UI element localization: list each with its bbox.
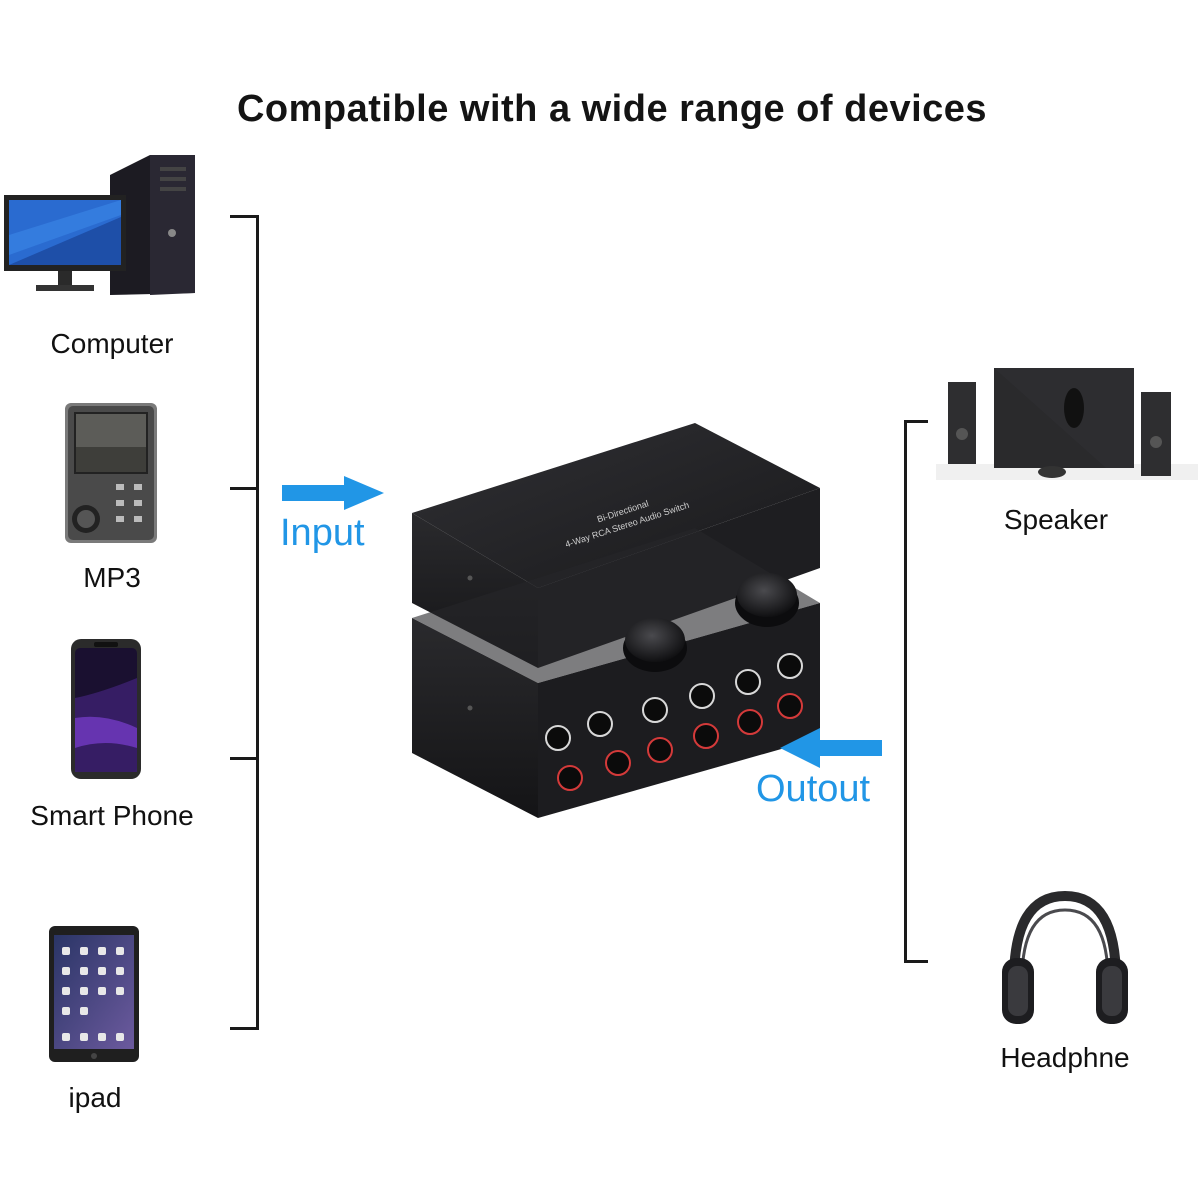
page-title: Compatible with a wide range of devices	[236, 88, 988, 130]
output-label: Outout	[756, 768, 871, 810]
input-bracket-tick	[230, 487, 259, 490]
output-bracket-tick	[904, 420, 928, 423]
input-label-smartphone: Smart Phone	[30, 800, 194, 831]
input-label-computer: Computer	[50, 328, 174, 359]
computer-icon	[4, 155, 195, 295]
speaker-icon	[936, 368, 1198, 480]
smartphone-icon	[71, 639, 141, 779]
tablet-icon	[49, 926, 139, 1062]
input-bracket-tick	[230, 215, 259, 218]
output-arrow-icon	[780, 728, 882, 768]
headphone-icon	[1002, 890, 1128, 1024]
input-bracket-tick	[230, 1027, 259, 1030]
output-bracket-line	[904, 420, 907, 963]
output-label-speaker: Speaker	[1003, 504, 1109, 535]
input-label: Input	[280, 512, 365, 554]
input-arrow-icon	[282, 476, 384, 510]
input-bracket-tick	[230, 757, 259, 760]
input-bracket-line	[256, 215, 259, 1030]
output-bracket-tick	[904, 960, 928, 963]
rca-switch-device: Bi-Directional 4-Way RCA Stereo Audio Sw…	[412, 423, 820, 818]
output-label-headphone: Headphne	[1000, 1042, 1130, 1073]
mp3-player-icon	[65, 403, 157, 543]
input-label-mp3: MP3	[83, 562, 141, 593]
input-label-ipad: ipad	[68, 1082, 122, 1113]
